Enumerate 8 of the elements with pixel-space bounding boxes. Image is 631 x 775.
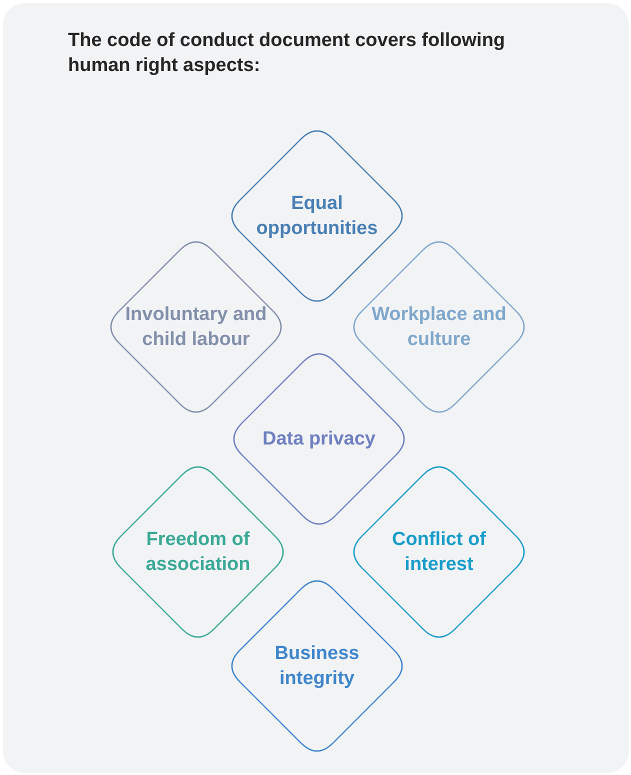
aspect-label: Workplace and culture [370, 303, 508, 352]
aspect-label: Involuntary and child labour [124, 303, 268, 352]
aspect-label: Freedom of association [144, 528, 252, 577]
aspect-label: Data privacy [261, 428, 376, 452]
aspect-label: Business integrity [274, 642, 360, 691]
aspect-label: Equal opportunities [255, 192, 379, 241]
aspect-label: Conflict of interest [391, 528, 487, 577]
title: The code of conduct document covers following human right aspects: [68, 29, 506, 78]
